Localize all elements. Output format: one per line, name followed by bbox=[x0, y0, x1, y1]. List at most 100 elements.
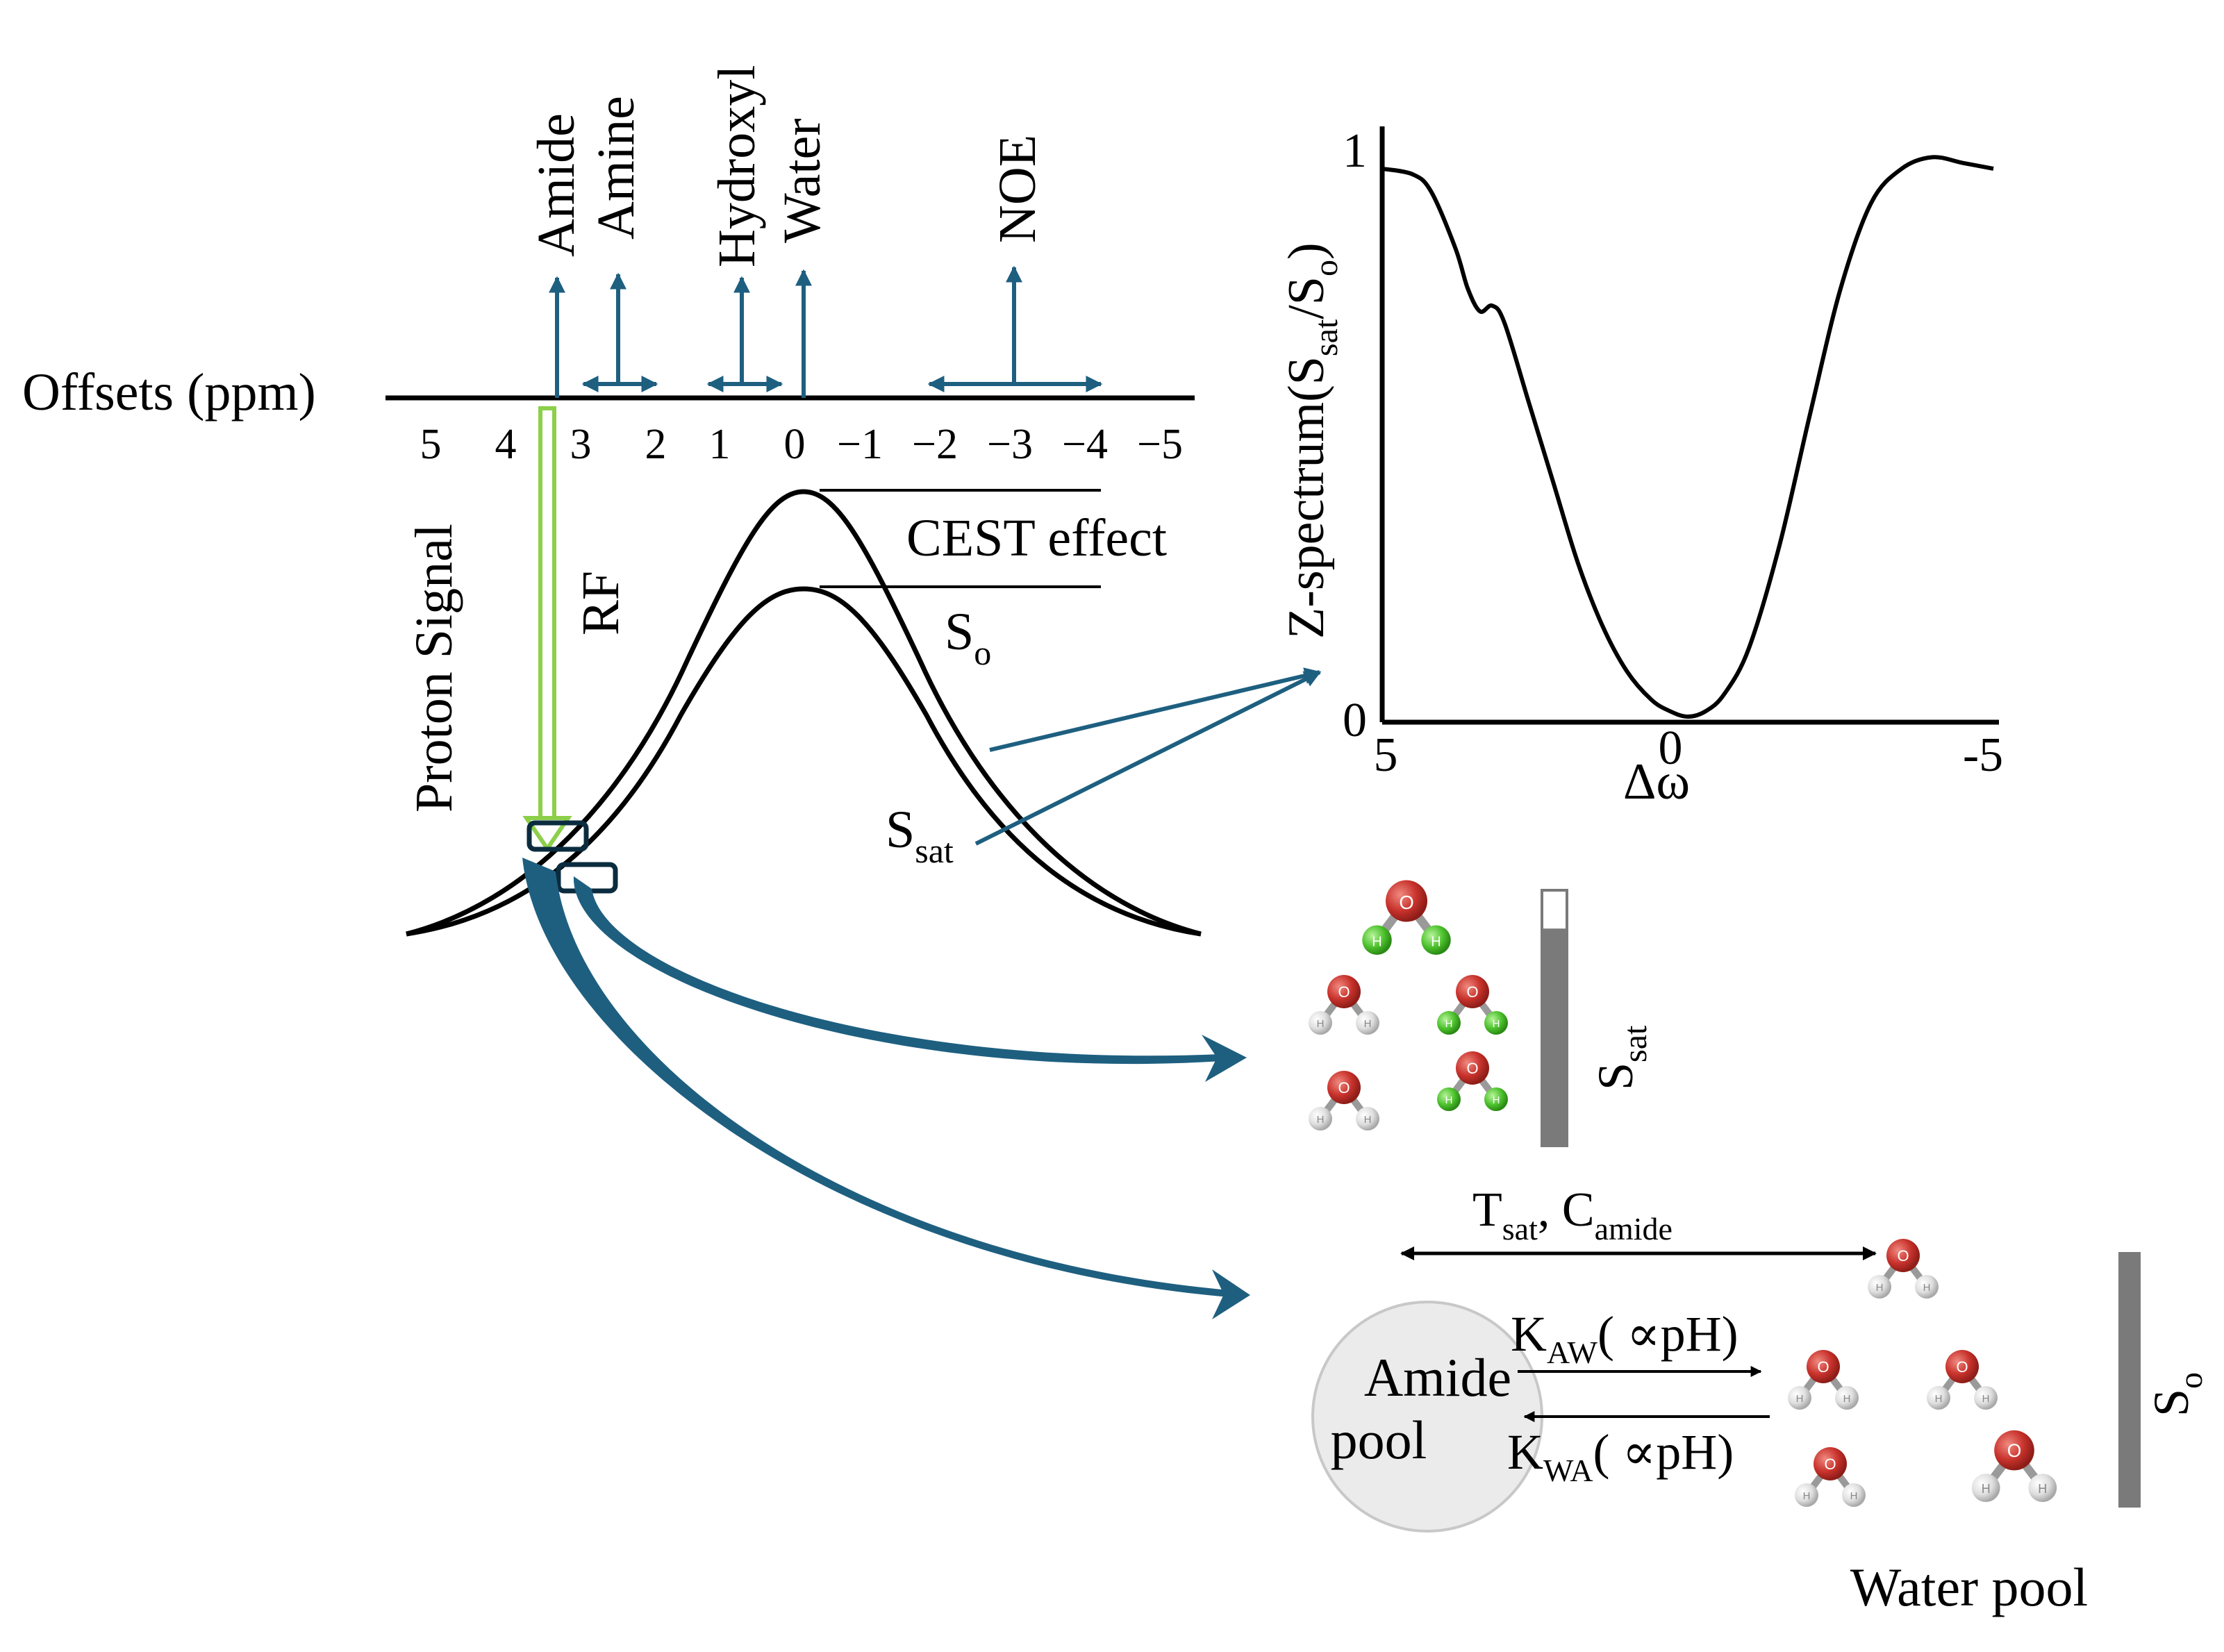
oxygen-atom bbox=[1456, 975, 1489, 1008]
ssat-level-bar bbox=[1541, 889, 1568, 1147]
s0-sample-box bbox=[526, 820, 589, 852]
offset-tick: 3 bbox=[570, 421, 592, 468]
proton-signal-label: Proton Signal bbox=[405, 524, 463, 812]
offset-tick: 0 bbox=[784, 421, 806, 468]
offset-tick: 5 bbox=[420, 421, 442, 468]
hydrogen-atom-labeled bbox=[1437, 1087, 1461, 1111]
z-ytick-1: 1 bbox=[1343, 124, 1367, 178]
hydrogen-atom bbox=[1971, 1474, 2000, 1502]
water-molecule: O H H bbox=[1795, 1447, 1866, 1507]
hydrogen-atom bbox=[1795, 1483, 1818, 1507]
hydrogen-atom bbox=[1927, 1386, 1950, 1410]
hydrogen-atom bbox=[1356, 1107, 1379, 1130]
curved-arrows bbox=[522, 858, 1250, 1319]
atom-symbol-o: O bbox=[2007, 1440, 2022, 1461]
z-xtick-5: 5 bbox=[1374, 728, 1398, 782]
offset-tick: 2 bbox=[645, 421, 667, 468]
oxygen-atom bbox=[1327, 1071, 1361, 1104]
atom-symbol-h: H bbox=[1876, 1282, 1884, 1294]
s0-bar-label: So bbox=[2143, 1372, 2209, 1417]
hydrogen-atom bbox=[1309, 1011, 1332, 1035]
z-spectrum-line bbox=[1381, 155, 1994, 719]
ssat-transfer-arrowhead bbox=[1202, 1035, 1247, 1082]
offset-axis: Offsets (ppm) 5 4 3 2 1 0 −1 −2 −3 −4 −5… bbox=[22, 65, 1195, 468]
water-pool-label: Water pool bbox=[1850, 1557, 2088, 1617]
oxygen-atom bbox=[1814, 1447, 1847, 1480]
atom-symbol-h: H bbox=[1923, 1282, 1931, 1294]
offset-axis-label: Offsets (ppm) bbox=[22, 363, 316, 422]
hydrogen-atom bbox=[2028, 1474, 2057, 1502]
rf-arrow-shaft bbox=[538, 406, 556, 820]
z-spectrum-chart: 1 0 5 0 -5 Δω Z-spectrum(Ssat/So) bbox=[1278, 124, 2003, 810]
peak-label-amide: Amide bbox=[527, 113, 586, 257]
atom-symbol-o: O bbox=[1956, 1358, 1968, 1376]
atom-symbol-h: H bbox=[1372, 935, 1381, 950]
atom-symbol-h: H bbox=[1493, 1018, 1500, 1030]
ssat-bar-fill bbox=[1542, 928, 1567, 1146]
atom-symbol-h: H bbox=[1364, 1114, 1372, 1126]
hydrogen-atom bbox=[1868, 1275, 1891, 1299]
s0-connector bbox=[989, 667, 1322, 752]
atom-symbol-h: H bbox=[1982, 1482, 1991, 1496]
hydrogen-atom-labeled bbox=[1484, 1011, 1508, 1035]
hydrogen-atom bbox=[1974, 1386, 1998, 1410]
rf-arrow-head bbox=[522, 816, 572, 853]
atom-symbol-h: H bbox=[1803, 1490, 1811, 1502]
water-molecule: O H H bbox=[1971, 1430, 2057, 1502]
atom-symbol-h: H bbox=[1843, 1393, 1851, 1405]
offset-tick: 4 bbox=[495, 421, 517, 468]
hydrogen-atom-labeled bbox=[1421, 925, 1451, 955]
ssat-connector bbox=[974, 670, 1322, 846]
s0-curve bbox=[406, 489, 1202, 937]
amide-pool-line1: Amide bbox=[1364, 1347, 1511, 1408]
hydrogen-atom bbox=[1842, 1483, 1866, 1507]
peak-label-noe: NOE bbox=[988, 135, 1047, 243]
atom-symbol-h: H bbox=[1796, 1393, 1804, 1405]
peak-label-amine: Amine bbox=[587, 96, 645, 240]
peak-label-hydroxyl: Hydroxyl bbox=[708, 65, 766, 267]
s0-transfer-arrow bbox=[522, 858, 1230, 1297]
atom-symbol-h: H bbox=[1431, 935, 1441, 950]
oxygen-atom bbox=[1327, 975, 1361, 1008]
atom-symbol-h: H bbox=[1445, 1094, 1453, 1106]
atom-symbol-o: O bbox=[1338, 1079, 1350, 1096]
water-molecule: O H H bbox=[1437, 975, 1508, 1035]
offset-tick: −5 bbox=[1137, 421, 1183, 468]
hydrogen-atom bbox=[1915, 1275, 1939, 1299]
hydrogen-atom-labeled bbox=[1437, 1011, 1461, 1035]
kaw-label: KAW( ∝pH) bbox=[1511, 1306, 1738, 1370]
offset-tick: −3 bbox=[987, 421, 1033, 468]
atom-symbol-h: H bbox=[1935, 1393, 1943, 1405]
oxygen-atom bbox=[1994, 1430, 2034, 1471]
cest-effect-label: CEST effect bbox=[906, 509, 1167, 567]
atom-symbol-o: O bbox=[1817, 1358, 1829, 1376]
tsat-label: Tsat, Camide bbox=[1472, 1183, 1673, 1246]
water-molecule: O H H bbox=[1927, 1350, 1998, 1410]
s0-transfer-arrowhead bbox=[1212, 1269, 1250, 1319]
s0-curve-label: So bbox=[945, 603, 991, 672]
water-molecule: O H H bbox=[1788, 1350, 1859, 1410]
atom-symbol-o: O bbox=[1897, 1247, 1909, 1265]
ssat-curve-label: Ssat bbox=[886, 801, 954, 870]
atom-symbol-h: H bbox=[1364, 1018, 1372, 1030]
peak-label-water: Water bbox=[773, 118, 831, 243]
atom-symbol-o: O bbox=[1338, 983, 1350, 1001]
z-xtick-neg5: -5 bbox=[1963, 728, 2003, 782]
kwa-label: KWA( ∝pH) bbox=[1507, 1424, 1734, 1488]
atom-symbol-o: O bbox=[1466, 1060, 1478, 1077]
offset-tick: −4 bbox=[1062, 421, 1108, 468]
atom-symbol-h: H bbox=[1445, 1018, 1453, 1030]
z-ytick-0: 0 bbox=[1343, 694, 1367, 747]
offset-tick: −1 bbox=[837, 421, 883, 468]
z-y-label: Z-spectrum(Ssat/So) bbox=[1278, 242, 1345, 639]
water-molecule: O H H bbox=[1309, 975, 1379, 1035]
water-molecule: O H H bbox=[1309, 1071, 1379, 1130]
oxygen-atom bbox=[1386, 880, 1427, 922]
exchange-panel: Tsat, Camide Amide pool KAW( ∝pH) KWA( ∝… bbox=[1311, 1183, 2209, 1617]
rf-label: RF bbox=[572, 571, 630, 635]
saturated-molecules: O H H O H H O H H O H bbox=[1309, 880, 1654, 1147]
z-x-label: Δω bbox=[1623, 753, 1690, 810]
oxygen-atom bbox=[1945, 1350, 1979, 1383]
water-molecule: O H H bbox=[1437, 1051, 1508, 1111]
atom-symbol-o: O bbox=[1824, 1455, 1836, 1473]
